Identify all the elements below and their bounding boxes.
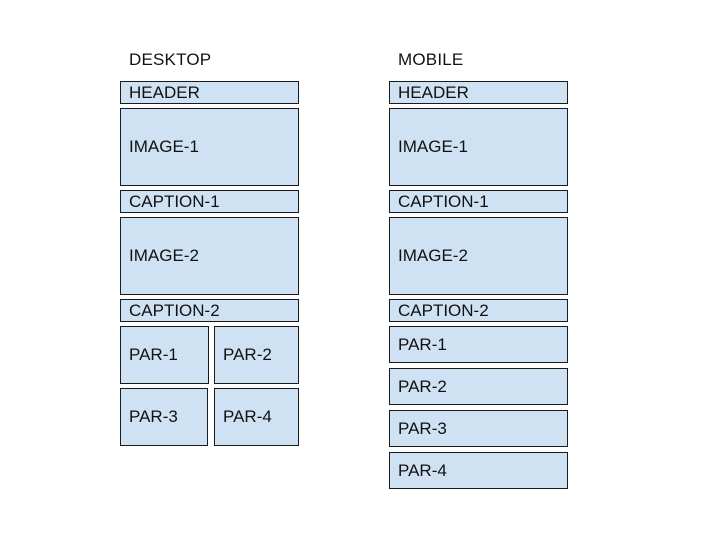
mobile-caption-2-block: CAPTION-2 xyxy=(389,299,568,322)
desktop-header-block: HEADER xyxy=(120,81,299,104)
mobile-par-2-block: PAR-2 xyxy=(389,368,568,405)
mobile-caption-1-block: CAPTION-1 xyxy=(389,190,568,213)
desktop-image-2-block: IMAGE-2 xyxy=(120,217,299,295)
desktop-par-2-block: PAR-2 xyxy=(214,326,299,384)
desktop-title: DESKTOP xyxy=(129,50,212,69)
desktop-image-1-block: IMAGE-1 xyxy=(120,108,299,186)
mobile-par-1-block: PAR-1 xyxy=(389,326,568,363)
desktop-par-4-block: PAR-4 xyxy=(214,388,299,446)
mobile-par-3-block: PAR-3 xyxy=(389,410,568,447)
mobile-title: MOBILE xyxy=(398,50,464,69)
desktop-caption-1-block: CAPTION-1 xyxy=(120,190,299,213)
mobile-image-2-block: IMAGE-2 xyxy=(389,217,568,295)
desktop-par-1-block: PAR-1 xyxy=(120,326,209,384)
desktop-par-3-block: PAR-3 xyxy=(120,388,208,446)
desktop-caption-2-block: CAPTION-2 xyxy=(120,299,299,322)
mobile-image-1-block: IMAGE-1 xyxy=(389,108,568,186)
mobile-par-4-block: PAR-4 xyxy=(389,452,568,489)
mobile-header-block: HEADER xyxy=(389,81,568,104)
